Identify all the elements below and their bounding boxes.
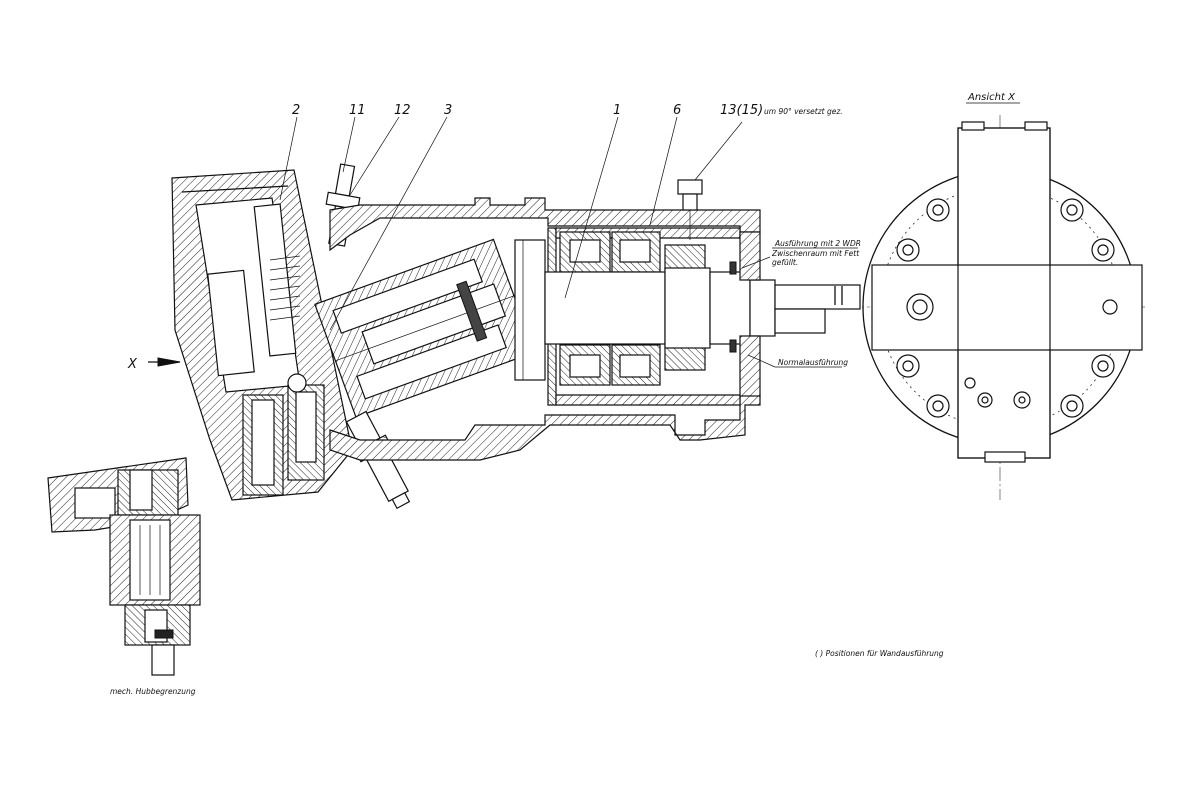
callout-leaders (279, 116, 858, 368)
detail-stroke-limiter: mech. Hubbegrenzung (47, 457, 201, 696)
view-arrow-x: X (127, 357, 181, 372)
callout-2: 2 (292, 103, 300, 118)
view-x: Ansicht X (862, 92, 1145, 500)
cylinder-block (314, 238, 536, 418)
callout-13-note: um 90° versetzt gez. (764, 107, 843, 116)
flange-bolt-holes (896, 198, 1118, 418)
fitting-13 (677, 179, 703, 240)
adjust-screw (345, 410, 411, 510)
view-x-title: Ansicht X (967, 92, 1016, 103)
shaft-seal-cover (729, 231, 761, 397)
callout-12: 12 (394, 103, 411, 118)
main-section-view: X 2 11 12 3 1 6 13(15) um 90° versetzt g… (127, 103, 870, 510)
footnote: ( ) Positionen für Wandausführung (815, 649, 944, 658)
bearings (559, 231, 706, 386)
callout-3: 3 (444, 103, 452, 118)
note-wdr-3: gefüllt. (772, 258, 798, 267)
note-normal: Normalausführung (778, 358, 848, 367)
callout-6: 6 (673, 103, 681, 118)
drive-flange (514, 239, 546, 381)
callout-11: 11 (349, 103, 366, 118)
note-wdr-2: Zwischenraum mit Fett (771, 249, 860, 258)
note-wdr-1: Ausführung mit 2 WDR (774, 239, 861, 248)
view-arrow-label: X (127, 357, 138, 372)
detail-caption: mech. Hubbegrenzung (110, 687, 196, 696)
callout-1: 1 (613, 103, 621, 118)
callout-13: 13(15) (720, 103, 763, 118)
drive-shaft (544, 267, 861, 349)
port-plate-cover (171, 169, 353, 501)
